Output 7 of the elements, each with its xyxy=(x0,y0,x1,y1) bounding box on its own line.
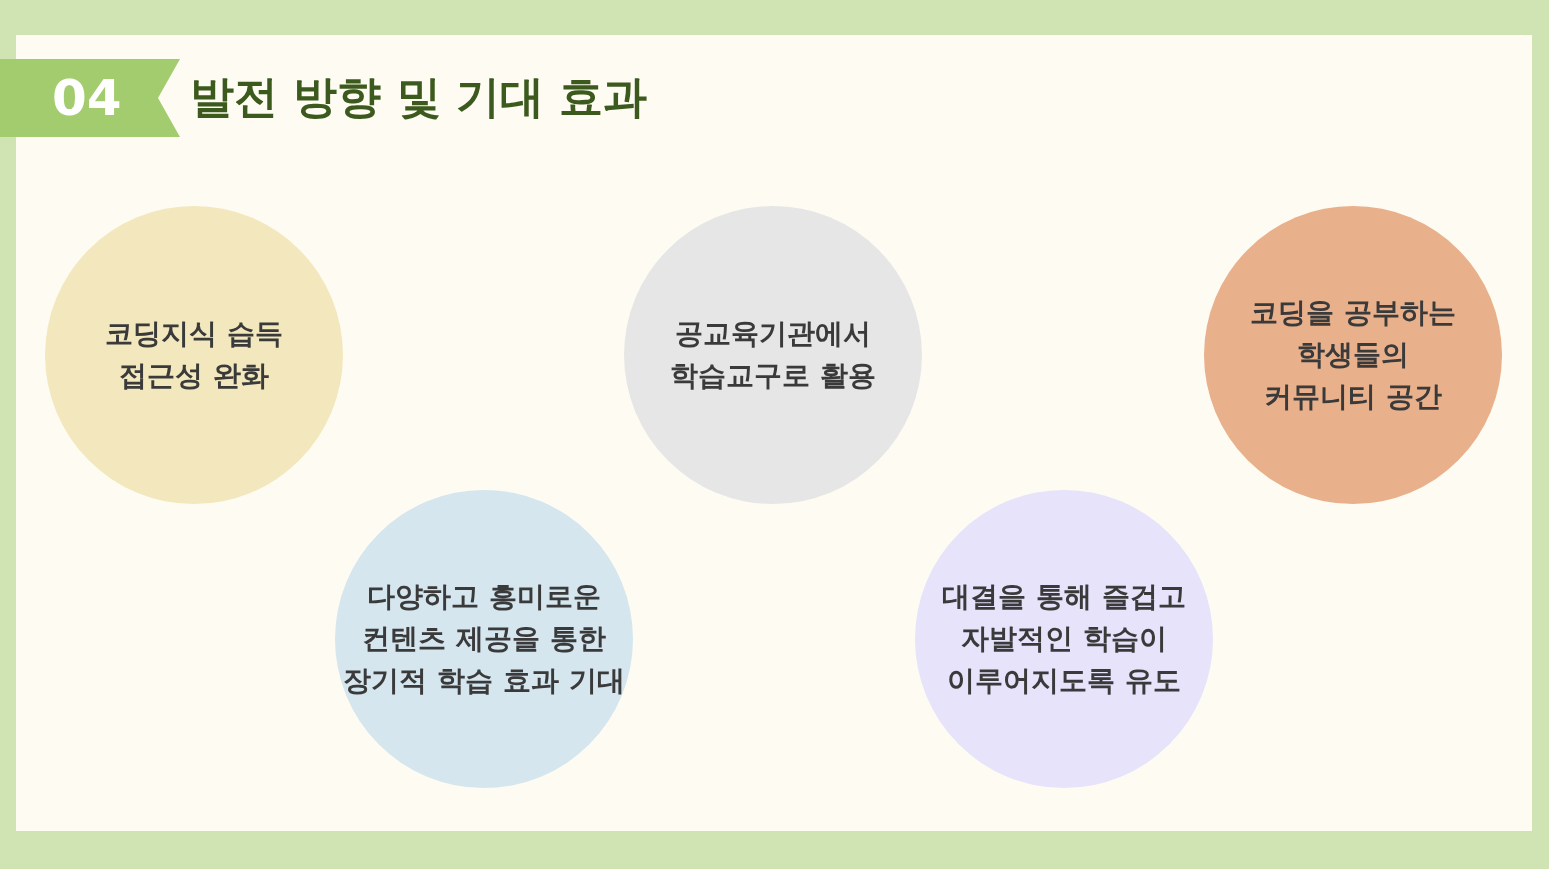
circle-text: 코딩을 공부하는 학생들의 커뮤니티 공간 xyxy=(1249,295,1457,415)
circle-text: 대결을 통해 즐겁고 자발적인 학습이 이루어지도록 유도 xyxy=(941,579,1187,699)
slide-title: 발전 방향 및 기대 효과 xyxy=(190,70,648,124)
circle-text: 공교육기관에서 학습교구로 활용 xyxy=(669,316,877,394)
circle-text: 코딩지식 습득 접근성 완화 xyxy=(104,316,284,394)
section-number-badge: 04 xyxy=(0,59,180,137)
circle-text: 다양하고 흥미로운 컨텐츠 제공을 통한 장기적 학습 효과 기대 xyxy=(342,579,626,699)
